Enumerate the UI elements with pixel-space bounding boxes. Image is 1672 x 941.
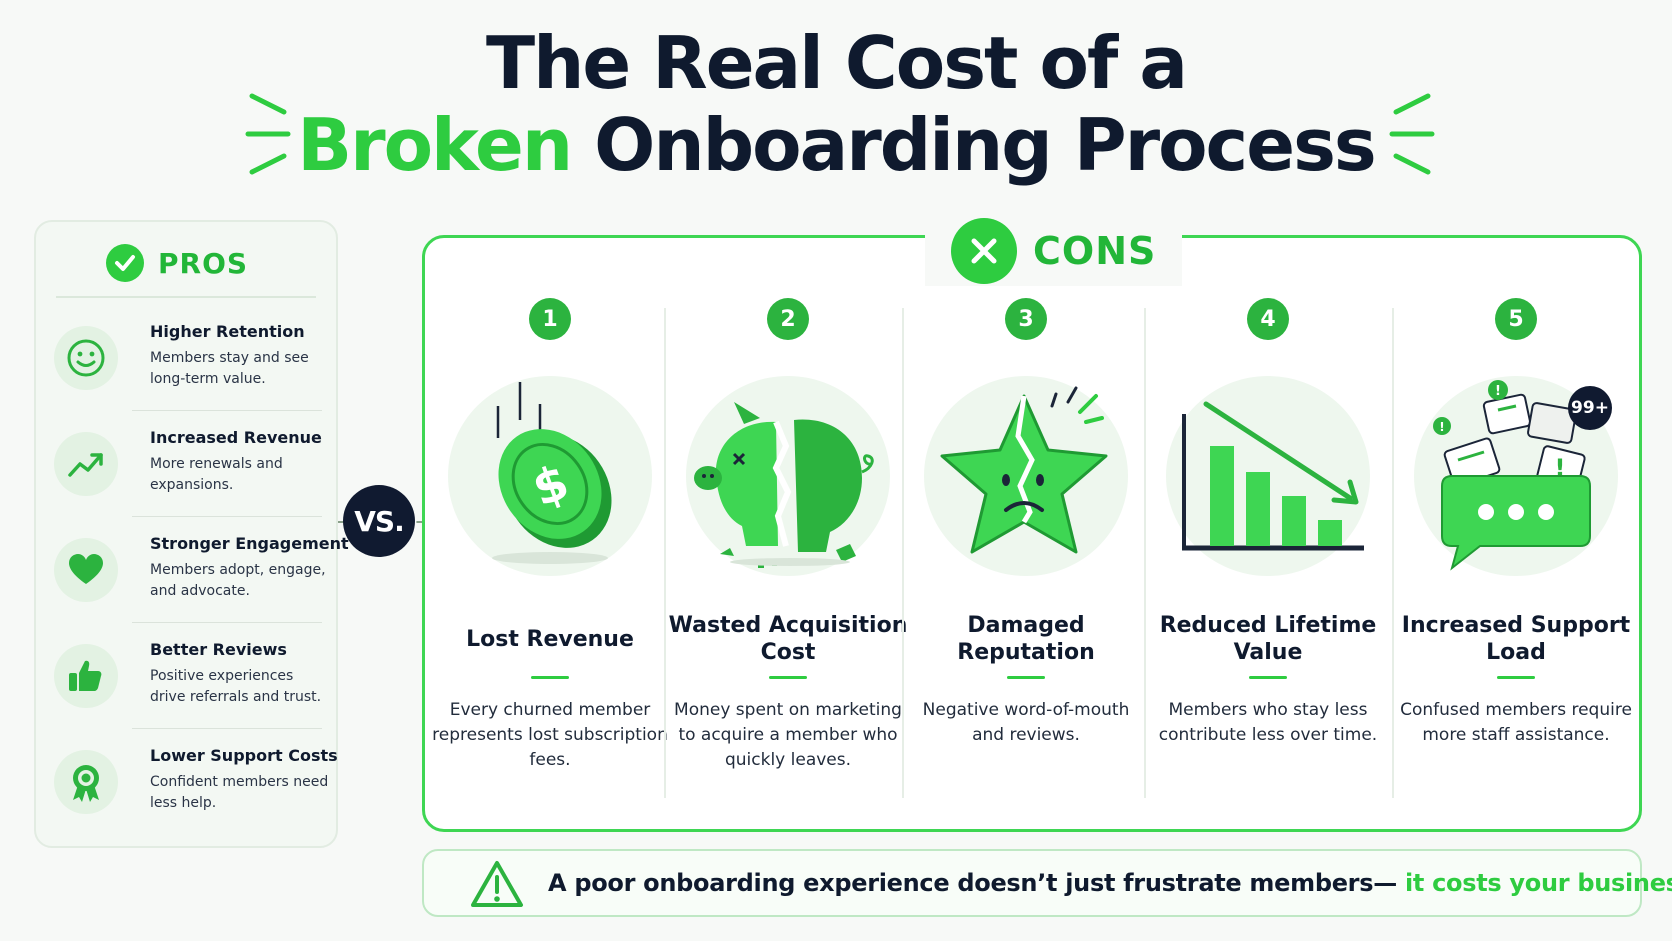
banner-text-main: A poor onboarding experience doesn’t jus… xyxy=(548,869,1397,897)
pros-divider xyxy=(56,296,316,298)
page-title: The Real Cost of a Broken Onboarding Pro… xyxy=(0,22,1672,186)
broken-piggy-bank-icon xyxy=(686,376,890,576)
column-separator xyxy=(1392,308,1394,798)
pro-desc: More renewals and expansions. xyxy=(150,456,283,493)
falling-coin-icon: $ xyxy=(448,376,652,576)
pro-separator xyxy=(132,622,322,623)
con-number: 3 xyxy=(1005,298,1047,340)
con-desc: Confused members require more staff assi… xyxy=(1400,700,1632,745)
pro-desc: Members stay and see long-term value. xyxy=(150,350,309,387)
notification-count-badge: 99+ xyxy=(1571,398,1609,418)
bottom-banner: A poor onboarding experience doesn’t jus… xyxy=(422,849,1672,917)
con-item-wasted-acquisition-cost: 2 Wasted Acquisition Cost Money spent xyxy=(666,298,910,798)
con-item-damaged-reputation: 3 Damaged Reputation Negative word-of-mo… xyxy=(904,298,1148,798)
pros-title: PROS xyxy=(158,246,249,280)
cons-panel: CONS 1 $ Lost Revenue Every churned memb… xyxy=(422,216,1642,832)
con-underline xyxy=(769,676,807,679)
con-number: 5 xyxy=(1495,298,1537,340)
con-number: 1 xyxy=(529,298,571,340)
heart-icon xyxy=(54,538,118,602)
right-burst-icon xyxy=(1389,93,1435,175)
con-desc: Every churned member represents lost sub… xyxy=(432,700,668,770)
trend-up-icon xyxy=(54,432,118,496)
pro-desc: Members adopt, engage, and advocate. xyxy=(150,562,326,599)
title-line-2: Broken Onboarding Process xyxy=(0,104,1672,186)
con-underline xyxy=(1497,676,1535,679)
smile-icon xyxy=(54,326,118,390)
cons-header: CONS xyxy=(925,216,1183,286)
title-line-1: The Real Cost of a xyxy=(486,21,1188,105)
con-item-increased-support-load: 5 ! ! ! 99+ Increased Sup xyxy=(1394,298,1638,798)
con-title: Lost Revenue xyxy=(466,627,634,652)
con-item-lost-revenue: 1 $ Lost Revenue Every churned member re… xyxy=(428,298,672,798)
svg-text:!: ! xyxy=(1495,384,1501,399)
pro-title: Lower Support Costs xyxy=(150,746,338,765)
pro-item-stronger-engagement: Stronger Engagement Members adopt, engag… xyxy=(54,530,349,634)
con-underline xyxy=(531,676,569,679)
pro-title: Higher Retention xyxy=(150,322,305,341)
svg-text:!: ! xyxy=(1555,454,1566,482)
pro-separator xyxy=(132,516,322,517)
con-desc: Negative word-of-mouth and reviews. xyxy=(922,700,1130,745)
column-separator xyxy=(1144,308,1146,798)
title-rest: Onboarding Process xyxy=(594,103,1377,187)
pros-header: PROS xyxy=(106,244,248,282)
con-title: Wasted Acquisition Cost xyxy=(668,613,908,665)
pro-desc: Positive experiences drive referrals and… xyxy=(150,668,322,705)
column-separator xyxy=(664,308,666,798)
chat-overload-icon: ! ! ! 99+ xyxy=(1414,376,1618,576)
cracked-star-icon xyxy=(924,376,1128,576)
title-accent-word: Broken xyxy=(297,103,573,187)
pro-separator xyxy=(132,728,322,729)
con-desc: Members who stay less contribute less ov… xyxy=(1158,700,1378,745)
pro-title: Better Reviews xyxy=(150,640,287,659)
pro-item-better-reviews: Better Reviews Positive experiences driv… xyxy=(54,636,324,740)
pro-item-increased-revenue: Increased Revenue More renewals and expa… xyxy=(54,424,324,528)
con-item-reduced-lifetime-value: 4 Reduced Lifetime Value Members who sta… xyxy=(1146,298,1390,798)
con-title: Reduced Lifetime Value xyxy=(1159,613,1377,665)
con-underline xyxy=(1007,676,1045,679)
pros-panel: PROS Higher Retention Members stay and s… xyxy=(34,220,349,848)
pro-desc: Confident members need less help. xyxy=(150,774,329,811)
con-title: Increased Support Load xyxy=(1401,613,1631,665)
con-number: 4 xyxy=(1247,298,1289,340)
warning-icon xyxy=(471,861,523,907)
con-underline xyxy=(1249,676,1287,679)
pro-title: Increased Revenue xyxy=(150,428,322,447)
pro-separator xyxy=(132,410,322,411)
banner-text-accent: it costs your business. xyxy=(1396,869,1672,897)
x-icon xyxy=(951,218,1017,284)
left-burst-icon xyxy=(245,93,291,175)
check-icon xyxy=(106,244,144,282)
declining-bar-chart-icon xyxy=(1166,376,1370,576)
award-badge-icon xyxy=(54,750,118,814)
banner-text: A poor onboarding experience doesn’t jus… xyxy=(548,869,1672,897)
column-separator xyxy=(902,308,904,798)
pro-item-lower-support-costs: Lower Support Costs Confident members ne… xyxy=(54,742,338,846)
pro-title: Stronger Engagement xyxy=(150,534,349,553)
pro-item-higher-retention: Higher Retention Members stay and see lo… xyxy=(54,318,324,422)
con-number: 2 xyxy=(767,298,809,340)
svg-text:!: ! xyxy=(1439,420,1444,434)
con-desc: Money spent on marketing to acquire a me… xyxy=(674,700,902,770)
cons-title: CONS xyxy=(1033,229,1157,273)
vs-badge: VS. xyxy=(343,485,415,557)
thumbs-up-icon xyxy=(54,644,118,708)
con-title: Damaged Reputation xyxy=(957,613,1095,665)
